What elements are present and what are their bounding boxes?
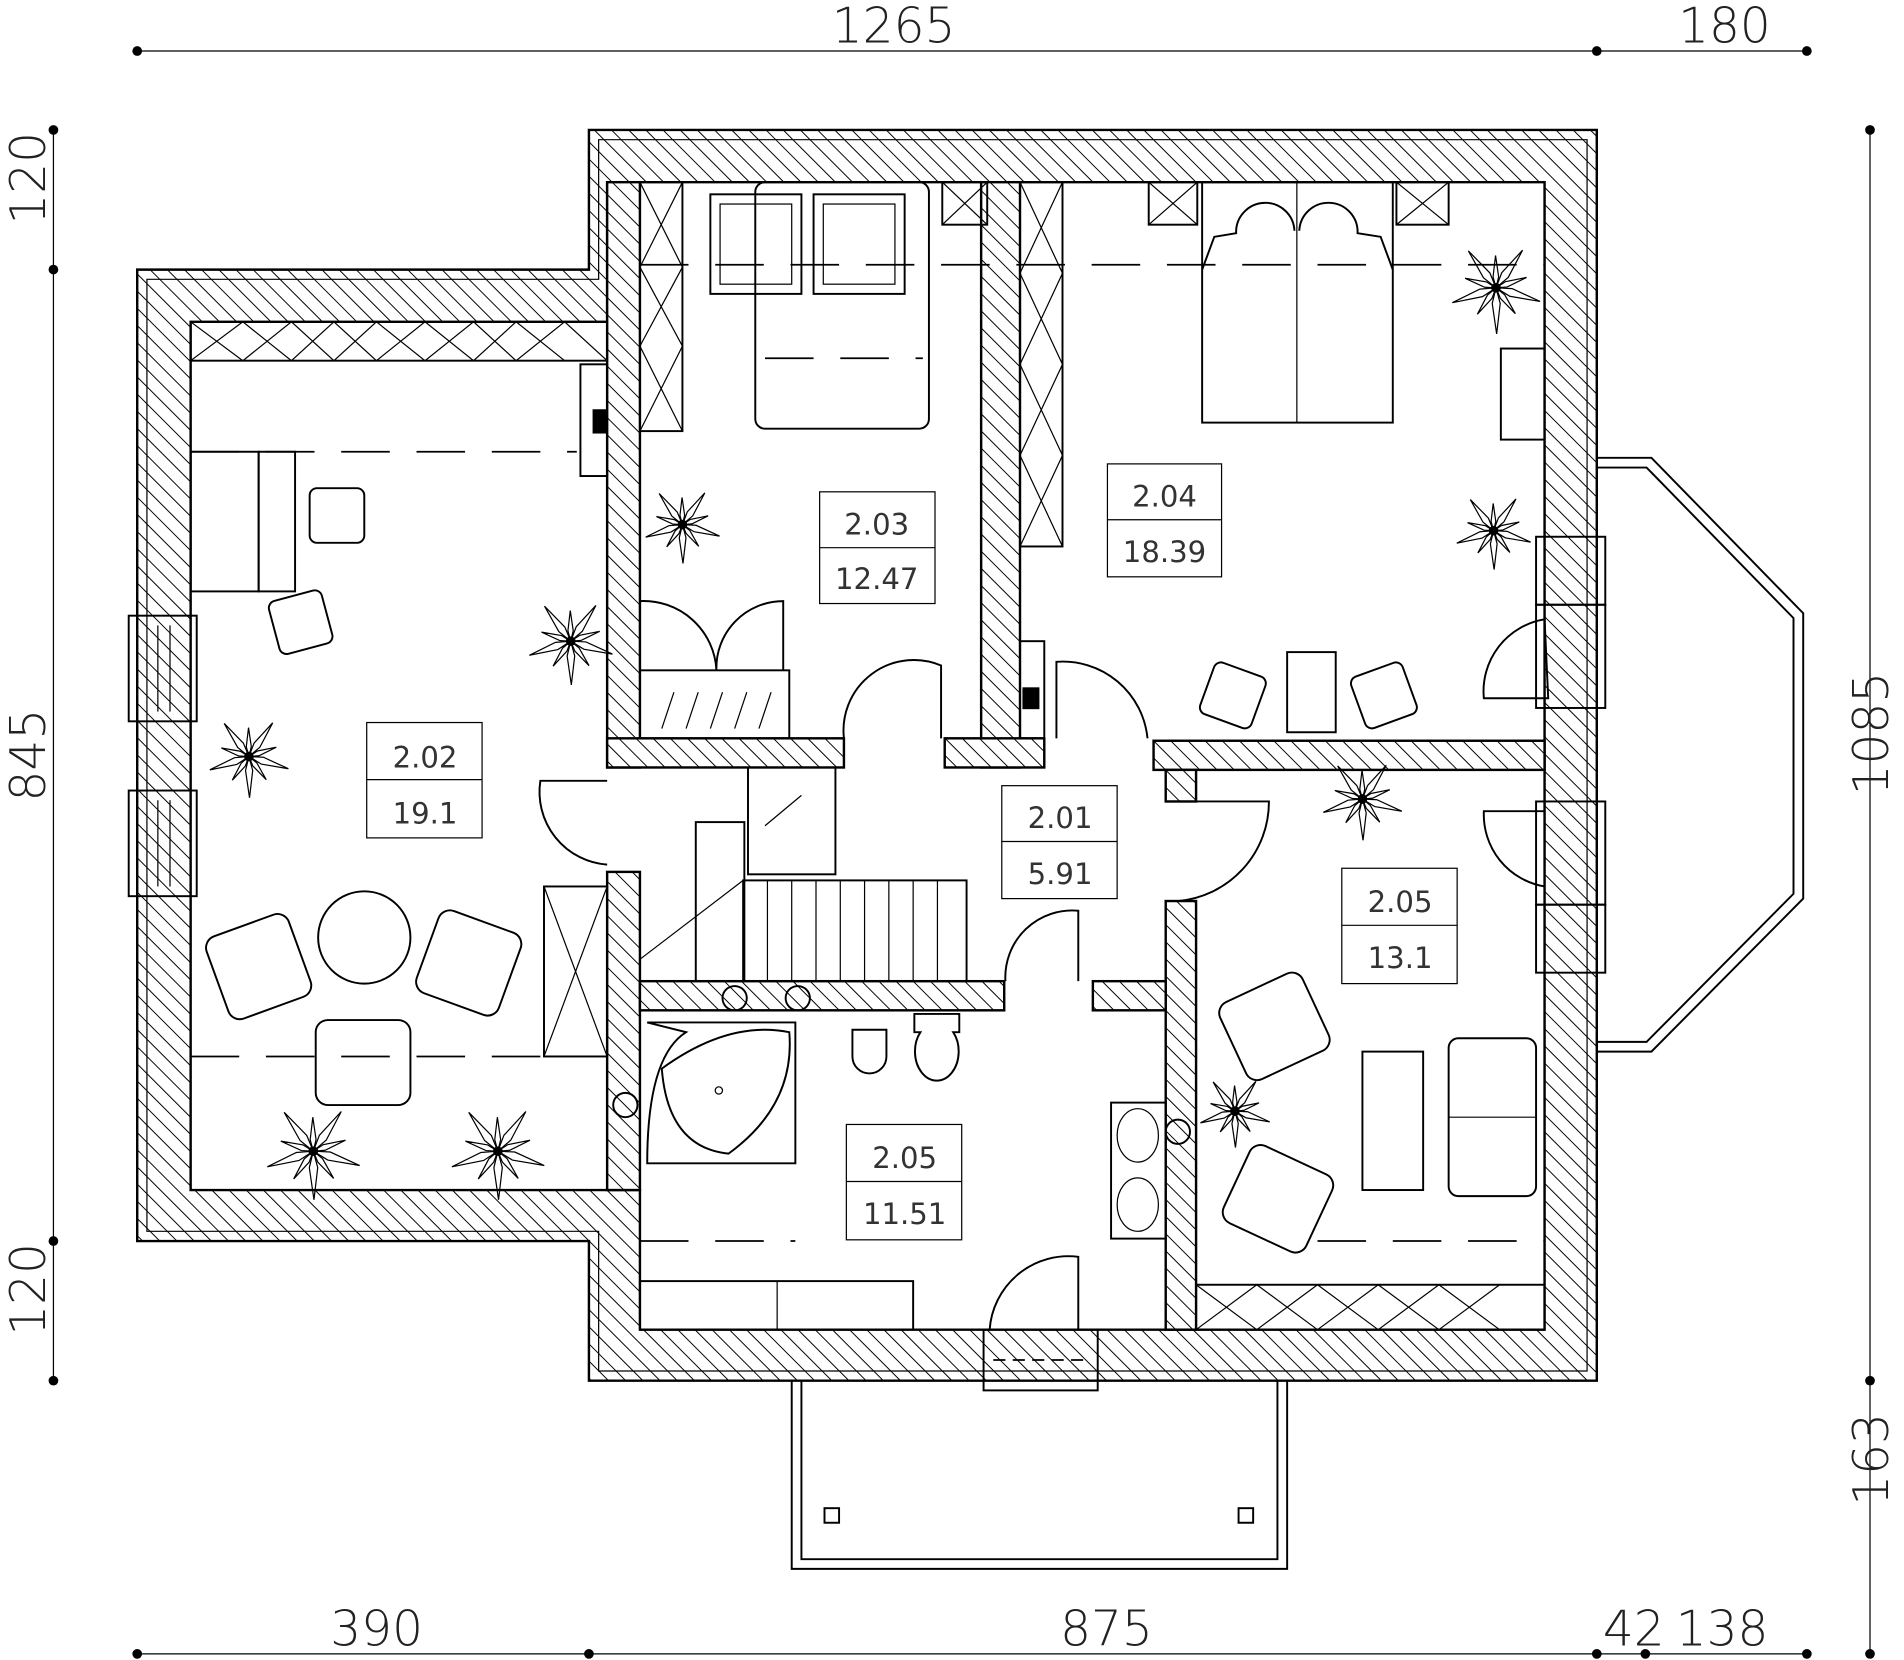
dimension-lines <box>48 46 1875 1659</box>
front-terrace <box>790 1380 1289 1570</box>
plant-icon <box>209 722 289 798</box>
room-number: 2.03 <box>844 507 909 541</box>
room-label-2-05-bath: 2.05 11.51 <box>845 1123 963 1241</box>
room-number: 2.05 <box>1368 885 1433 919</box>
dim-right-1085: 1085 <box>1844 672 1900 796</box>
room-area: 13.1 <box>1368 941 1433 975</box>
windows <box>127 535 1607 1392</box>
dim-left-120b: 120 <box>1 1243 57 1336</box>
beds <box>709 181 1394 430</box>
room-area: 19.1 <box>393 796 458 830</box>
bathroom-fixtures <box>612 985 1191 1331</box>
dim-bottom-875: 875 <box>1060 1601 1153 1657</box>
bay-balcony <box>1596 456 1805 1053</box>
wardrobes <box>189 181 1546 1331</box>
room-number: 2.04 <box>1132 479 1197 513</box>
dim-bottom-390: 390 <box>330 1601 423 1657</box>
plant-icon <box>267 1111 360 1200</box>
room-area: 12.47 <box>835 562 918 596</box>
room-area: 18.39 <box>1123 535 1206 569</box>
room-label-2-03: 2.03 12.47 <box>819 491 936 605</box>
dim-bottom-42: 42 <box>1603 1601 1665 1657</box>
staircase <box>543 766 968 1058</box>
plant-icon <box>1456 498 1531 570</box>
doors <box>538 618 1550 1330</box>
furniture <box>189 263 1545 1254</box>
interior-walls <box>605 180 1546 1331</box>
plant-icon <box>451 1111 545 1200</box>
room-label-2-04: 2.04 18.39 <box>1106 463 1223 578</box>
plant-icon <box>1323 764 1403 841</box>
room-number: 2.02 <box>393 740 458 774</box>
dim-top-180: 180 <box>1678 0 1771 55</box>
plant-icon <box>529 605 613 685</box>
plant-icon <box>1452 249 1541 335</box>
dim-right-163: 163 <box>1844 1413 1900 1506</box>
room-number: 2.01 <box>1028 801 1093 835</box>
room-area: 11.51 <box>863 1197 946 1231</box>
room-area: 5.91 <box>1028 857 1093 891</box>
plant-icon <box>1200 1080 1270 1148</box>
room-label-2-02: 2.02 19.1 <box>366 721 483 839</box>
room-label-2-01: 2.01 5.91 <box>1001 785 1118 900</box>
room-number: 2.05 <box>872 1141 937 1175</box>
dim-left-120a: 120 <box>1 132 57 225</box>
room-label-2-05-living: 2.05 13.1 <box>1341 867 1458 985</box>
dim-bottom-138: 138 <box>1676 1601 1769 1657</box>
plants <box>209 249 1541 1200</box>
plant-icon <box>645 492 720 564</box>
dim-left-845: 845 <box>1 709 57 802</box>
dim-top-1265: 1265 <box>832 0 956 55</box>
